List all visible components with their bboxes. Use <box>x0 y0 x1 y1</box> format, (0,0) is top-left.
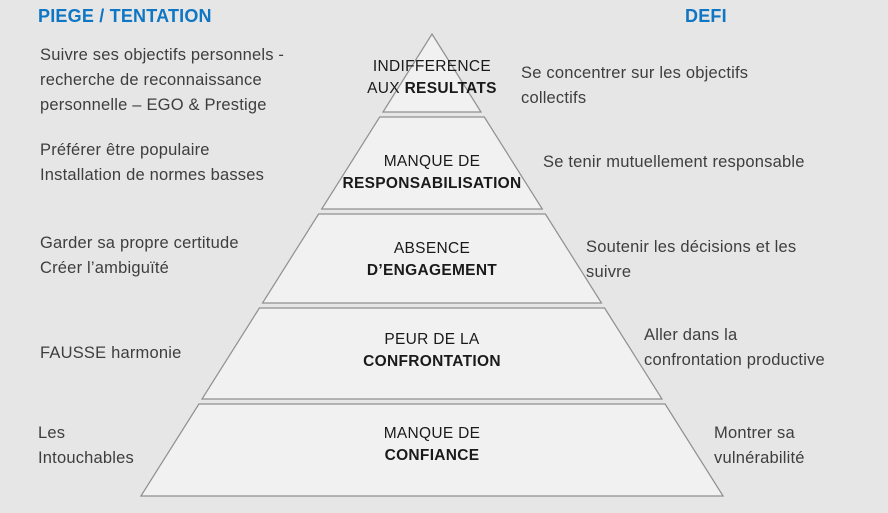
pyramid-level-4-shape <box>200 307 664 400</box>
right-item-confrontation-productive-text: Aller dans la confrontation productive <box>644 326 825 369</box>
pyramid-level-1-shape <box>381 32 483 113</box>
pyramid-level-3-label: ABSENCE D’ENGAGEMENT <box>282 238 582 282</box>
right-item-soutenir-decisions-text: Soutenir les décisions et les suivre <box>586 238 797 281</box>
pyramid-level-2-label: MANQUE DE RESPONSABILISATION <box>282 151 582 195</box>
left-item-fausse-harmonie-text: FAUSSE harmonie <box>40 344 182 362</box>
pyramid-level-2-shape <box>320 116 544 210</box>
pyramid-level-5-shape <box>139 403 725 497</box>
right-item-responsable-text: Se tenir mutuellement responsable <box>543 153 805 171</box>
left-item-popularite-text: Préférer être populaire Installation de … <box>40 141 265 184</box>
pyramid-level-2-line1: MANQUE DE <box>383 153 481 170</box>
pyramid-level-5-label: MANQUE DE CONFIANCE <box>282 423 582 467</box>
pyramid-level-1-line2-bold: RESULTATS <box>404 80 497 97</box>
right-item-vulnerabilite-text: Montrer sa vulnérabilité <box>714 424 805 467</box>
left-item-intouchables-text: Les Intouchables <box>38 424 134 467</box>
left-item-certitude-text: Garder sa propre certitude Créer l’ambig… <box>40 234 239 277</box>
pyramid-level-5-line2-bold: CONFIANCE <box>384 447 480 464</box>
pyramid-level-3-shape <box>261 213 603 304</box>
pyramid-level-3-line2-bold: D’ENGAGEMENT <box>366 262 498 279</box>
pyramid-level-1-label: INDIFFERENCE AUX RESULTATS <box>282 56 582 100</box>
pyramid-level-4-line2-bold: CONFRONTATION <box>363 353 501 370</box>
pyramid-level-5-line1: MANQUE DE <box>383 425 481 442</box>
pyramid-level-4-line1: PEUR DE LA <box>384 331 480 348</box>
left-column-header: PIEGE / TENTATION <box>38 6 212 26</box>
pyramid-level-3-line1: ABSENCE <box>393 240 471 257</box>
pyramid-level-4-label: PEUR DE LA CONFRONTATION <box>282 329 582 373</box>
pyramid-level-1-line2-prefix: AUX <box>367 80 405 97</box>
right-item-objectifs-collectifs-text: Se concentrer sur les objectifs collecti… <box>521 64 749 107</box>
right-column-header: DEFI <box>685 6 727 26</box>
pyramid-level-1-line1: INDIFFERENCE <box>372 58 492 75</box>
pyramid-level-2-line2-bold: RESPONSABILISATION <box>342 175 522 192</box>
left-item-ego-text: Suivre ses objectifs personnels - recher… <box>40 46 285 114</box>
